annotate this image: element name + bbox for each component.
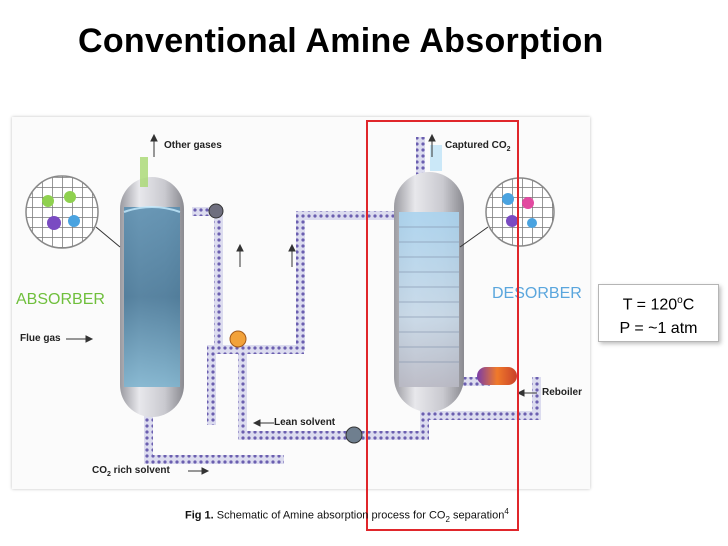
piping [144, 137, 541, 464]
rich-solvent-label: CO2 rich solvent [92, 465, 170, 478]
operating-conditions-box: T = 120oC P = ~1 atm [598, 284, 719, 342]
desorber-column [394, 172, 464, 412]
lean-solvent-label: Lean solvent [274, 417, 336, 428]
desorber-label: DESORBER [492, 285, 582, 302]
pump [345, 426, 363, 444]
captured-co2-label: Captured CO2 [445, 140, 511, 153]
figure-caption: Fig 1. Schematic of Amine absorption pro… [185, 507, 509, 524]
reboiler-label: Reboiler [542, 387, 583, 398]
absorber-label: ABSORBER [16, 291, 105, 308]
temperature-text: T = 120oC [622, 295, 695, 314]
absorber-column [120, 157, 184, 417]
absorber-magnifier [25, 175, 121, 249]
desorber-highlight-box [366, 120, 519, 531]
other-gases-label: Other gases [164, 140, 222, 151]
slide-title: Conventional Amine Absorption [78, 22, 604, 60]
pressure-text: P = ~1 atm [619, 320, 698, 338]
schematic-graphic [25, 133, 555, 475]
reboiler-unit [477, 367, 517, 385]
valve-top [208, 203, 224, 219]
process-schematic: Other gases Captured CO2 ABSORBER DESORB… [12, 117, 590, 489]
desorber-magnifier [459, 177, 555, 248]
flow-arrows [66, 133, 537, 475]
heat-exchanger [229, 330, 247, 348]
flue-gas-label: Flue gas [20, 333, 61, 344]
